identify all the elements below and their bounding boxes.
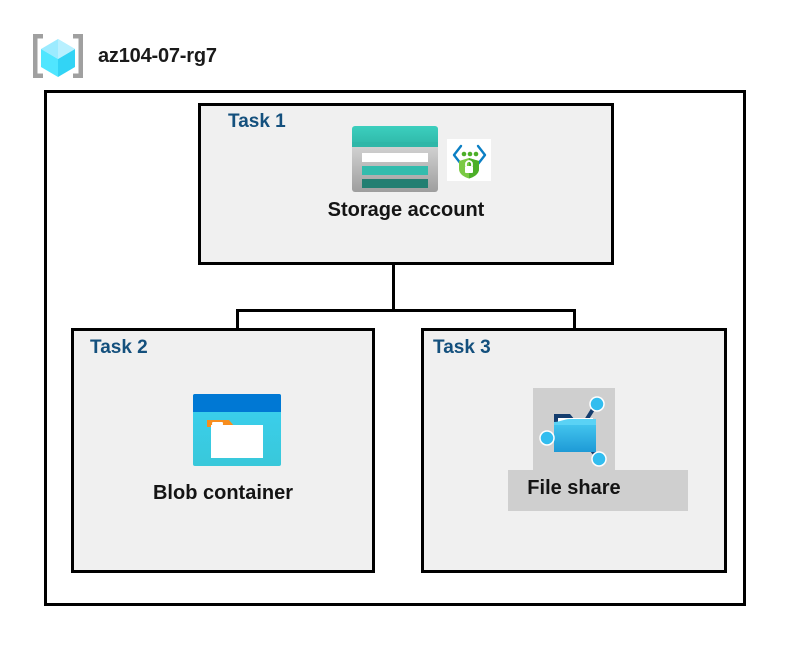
resource-group-title: az104-07-rg7	[98, 44, 217, 67]
private-link-icon	[447, 139, 491, 181]
task-3-label: Task 3	[433, 337, 491, 358]
storage-account-label: Storage account	[327, 199, 485, 221]
connector-storage-trunk	[392, 265, 395, 312]
blob-container-icon	[193, 394, 281, 466]
file-share-label: File share	[527, 477, 621, 499]
blob-container-label: Blob container	[152, 482, 293, 504]
resource-group-icon	[33, 34, 83, 78]
connector-horizontal-bar	[236, 309, 576, 312]
task-1-label: Task 1	[228, 111, 286, 132]
file-share-icon	[539, 396, 607, 467]
storage-account-icon	[352, 126, 438, 192]
resource-group-header: az104-07-rg7	[30, 28, 350, 84]
task-2-label: Task 2	[90, 337, 148, 358]
file-share-label-highlight	[508, 470, 688, 511]
